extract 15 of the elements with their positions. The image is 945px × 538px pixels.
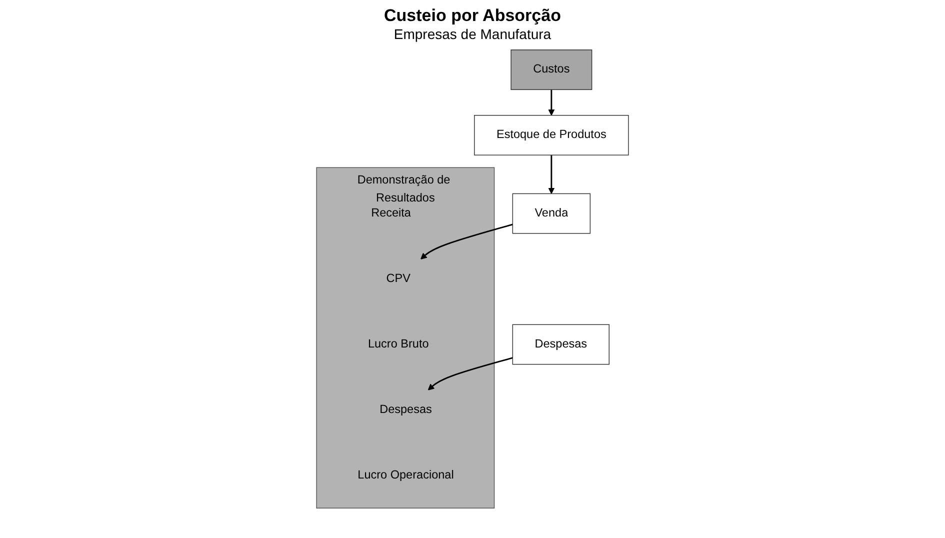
node-text: Despesas <box>380 403 432 416</box>
node-box: Venda <box>512 193 591 234</box>
arrow <box>428 357 513 390</box>
node-box: Estoque de Produtos <box>474 114 629 156</box>
node-box: Despesas <box>512 324 610 365</box>
subtitle: Empresas de Manufatura <box>394 26 552 42</box>
node-text: Lucro Bruto <box>368 338 429 350</box>
arrow <box>548 90 555 116</box>
node-text: CPV <box>386 272 410 285</box>
arrow <box>420 224 513 260</box>
diagram-title: Custeio por Absorção <box>384 6 561 26</box>
node-text: Lucro Operacional <box>358 468 454 482</box>
node-box: Custos <box>510 50 592 90</box>
arrow <box>548 155 555 194</box>
node-text: Receita <box>371 206 411 220</box>
